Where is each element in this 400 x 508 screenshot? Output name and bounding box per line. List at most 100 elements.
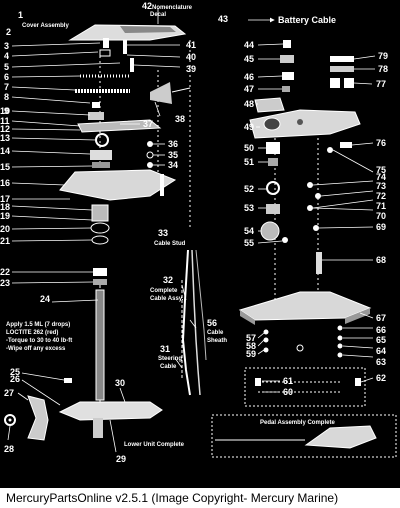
callout-9: 9: [4, 106, 9, 116]
callout-49: 49: [244, 122, 254, 132]
callout-64: 64: [376, 346, 386, 356]
callout-57: 57: [246, 333, 256, 343]
callout-13: 13: [0, 133, 10, 143]
composite-shaft-part: [95, 289, 105, 401]
callout-15: 15: [0, 162, 10, 172]
callout-40: 40: [186, 52, 196, 62]
spring-part-53: [266, 204, 280, 214]
callout-1: 1: [18, 10, 23, 20]
pin-part-55: [282, 237, 288, 243]
callout-78: 78: [378, 64, 388, 74]
shaft-ring-part-2: [91, 235, 109, 245]
control-cable-part: [181, 249, 191, 396]
caption-steering-cable: Cable: [160, 364, 177, 370]
caption-cable-assy: Cable Assy.: [150, 296, 184, 302]
bearing-part: [88, 112, 104, 120]
caption-pedal-assembly: Pedal Assembly Complete: [260, 420, 335, 426]
loctite-note-line-3: -Torque to 30 to 40 lb-ft: [6, 338, 72, 344]
screw-part: [123, 40, 127, 54]
callout-46: 46: [244, 72, 254, 82]
callout-51: 51: [244, 157, 254, 167]
callout-53: 53: [244, 203, 254, 213]
propeller-part: [27, 395, 49, 441]
callout-44: 44: [244, 40, 254, 50]
clamp-part: [93, 268, 107, 276]
callout-32: 32: [163, 275, 173, 285]
nut-part-36: [147, 141, 153, 147]
clip-part: [282, 72, 294, 80]
shaft-collar-part: [91, 204, 109, 222]
callout-76: 76: [376, 138, 386, 148]
callout-17: 17: [0, 194, 10, 204]
callout-36: 36: [168, 139, 178, 149]
fitting-part-76: [340, 142, 352, 148]
bottom-bracket-box: [244, 367, 366, 407]
caption-complete: Complete: [150, 288, 178, 294]
callout-8: 8: [4, 92, 9, 102]
caption-battery-cable: Battery Cable: [278, 15, 336, 25]
caption-cable: Cable: [207, 330, 224, 336]
callout-45: 45: [244, 54, 254, 64]
callout-79: 79: [378, 51, 388, 61]
callout-52: 52: [244, 184, 254, 194]
clip-part-2: [282, 86, 290, 92]
callout-62: 62: [376, 373, 386, 383]
terminal-part-2: [344, 78, 354, 88]
callout-47: 47: [244, 84, 254, 94]
washer-part: [95, 133, 109, 147]
lower-unit-part: [58, 401, 163, 421]
nut-part: [92, 102, 100, 108]
callout-63: 63: [376, 357, 386, 367]
callout-56: 56: [207, 318, 217, 328]
callout-71: 71: [376, 201, 386, 211]
callout-67: 67: [376, 313, 386, 323]
caption-sheath: Sheath: [207, 338, 227, 344]
loctite-note-line-2: LOCTITE 262 (red): [6, 330, 58, 336]
prop-nut-part: [4, 414, 16, 426]
pedal-assembly-thumbnail: [304, 425, 377, 449]
knob-part: [260, 221, 280, 241]
washer-part-35: [146, 151, 154, 159]
callout-73: 73: [376, 181, 386, 191]
potentiometer-part: [266, 142, 280, 154]
callout-75: 75: [376, 165, 386, 175]
switch-part: [254, 97, 285, 113]
callout-54: 54: [244, 226, 254, 236]
bolt-part: [103, 38, 109, 48]
terminal-part: [330, 78, 340, 88]
callout-77: 77: [376, 79, 386, 89]
callout-3: 3: [4, 41, 9, 51]
callout-37: 37: [143, 119, 153, 129]
callout-30: 30: [115, 378, 125, 388]
callout-29: 29: [116, 454, 126, 464]
callout-16: 16: [0, 178, 10, 188]
spacer-part: [268, 158, 278, 166]
spring-part: [99, 49, 111, 57]
callout-59: 59: [246, 349, 256, 359]
callout-35: 35: [168, 150, 178, 160]
steering-gear-part: [77, 119, 162, 133]
callout-6: 6: [4, 72, 9, 82]
pedal-base-part: [238, 291, 372, 321]
lever-part-68: [316, 252, 322, 274]
terminal-block-part-2: [330, 66, 354, 72]
callout-31: 31: [160, 344, 170, 354]
callout-61: 61: [283, 376, 293, 386]
caption-decal: Decal: [150, 12, 166, 18]
callout-41: 41: [186, 40, 196, 50]
callout-2: 2: [6, 27, 11, 37]
callout-74: 74: [376, 172, 386, 182]
parts-diagram: 1 2 42 43 3 4 5 6 7 8 9 10 11 12 13 14 1…: [0, 1, 397, 464]
callout-22: 22: [0, 267, 10, 277]
exploded-view-drawing: 1 2 42 43 3 4 5 6 7 8 9 10 11 12 13 14 1…: [0, 1, 397, 464]
screw-part-34: [147, 162, 153, 168]
callout-66: 66: [376, 325, 386, 335]
callout-5: 5: [4, 62, 9, 72]
callout-24: 24: [40, 294, 50, 304]
nomenclature-decal-part: [120, 26, 176, 33]
connector-part: [283, 40, 291, 48]
mount-bracket-part: [59, 169, 177, 201]
callout-50: 50: [244, 143, 254, 153]
collar-part: [90, 150, 112, 160]
caption-cover-assembly: Cover Assembly: [22, 23, 69, 29]
